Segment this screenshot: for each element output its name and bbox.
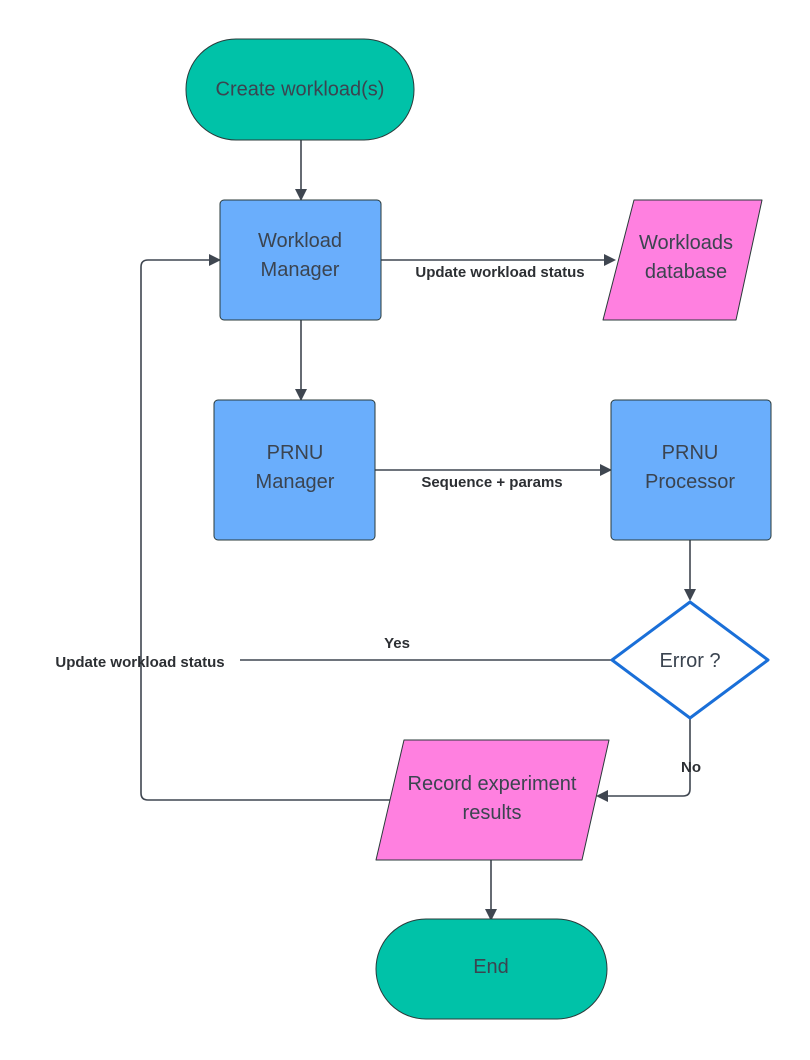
workloads-database-label-line2: database [645,261,727,283]
edge-label-update-status-left: Update workload status [55,654,224,671]
start-terminal: Create workload(s) [185,38,415,141]
edge-decision-no-to-record [596,718,691,802]
edge-label-yes: Yes [384,635,410,652]
prnu-processor-process: PRNU Processor [610,399,772,541]
prnu-manager-label-line2: Manager [256,471,335,493]
workloads-database-data: Workloads database [602,199,763,321]
edge-label-sequence-params: Sequence + params [421,474,562,491]
prnu-processor-label-line2: Processor [645,471,735,493]
record-results-label-line2: results [463,802,522,824]
edge-record-loop-back [140,254,390,801]
workload-manager-label-line2: Manager [261,259,340,281]
edge-label-no: No [681,759,701,776]
edge-label-update-status-top: Update workload status [415,264,584,281]
start-label: Create workload(s) [216,78,385,100]
edge-labels: Update workload status Sequence + params… [55,264,701,776]
end-label: End [473,956,509,978]
record-results-data: Record experiment results [375,739,610,861]
error-decision: Error ? [610,600,770,720]
workloads-database-label-line1: Workloads [639,232,733,254]
end-terminal: End [375,918,608,1020]
connectors [140,140,696,921]
prnu-manager-process: PRNU Manager [213,399,376,541]
workload-manager-process: Workload Manager [219,199,382,321]
prnu-processor-label-line1: PRNU [662,442,719,464]
prnu-manager-label-line1: PRNU [267,442,324,464]
workload-manager-label-line1: Workload [258,230,342,252]
error-decision-label: Error ? [659,650,720,672]
record-results-label-line1: Record experiment [408,773,577,795]
